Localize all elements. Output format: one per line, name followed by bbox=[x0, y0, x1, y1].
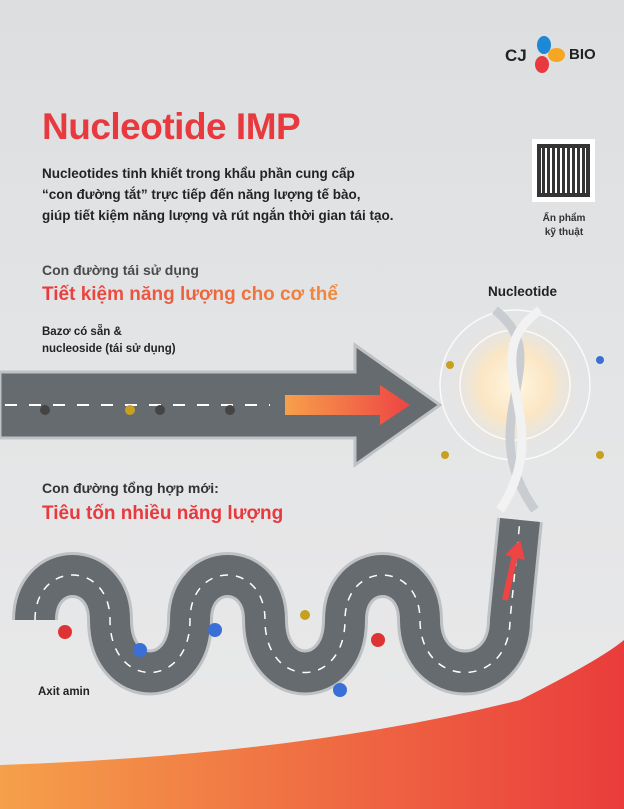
intro-line: Nucleotides tinh khiết trong khẩu phần c… bbox=[42, 166, 355, 181]
logo-petal-red bbox=[535, 56, 549, 73]
amino-acid-label: Axit amin bbox=[38, 686, 90, 698]
salvage-input-line: Bazơ có sẵn & bbox=[42, 326, 122, 338]
salvage-input-label: Bazơ có sẵn & nucleoside (tái sử dụng) bbox=[42, 324, 176, 358]
salvage-label: Con đường tái sử dụng bbox=[42, 262, 199, 278]
salvage-arrow-road bbox=[0, 342, 443, 468]
molecule-icons bbox=[40, 356, 604, 697]
intro-text: Nucleotides tinh khiết trong khẩu phần c… bbox=[42, 163, 394, 226]
qr-code[interactable] bbox=[532, 139, 595, 202]
cj-bio-logo: CJ BIO bbox=[505, 36, 605, 76]
nucleotide-label: Nucleotide bbox=[488, 284, 558, 299]
qr-caption-line: kỹ thuật bbox=[544, 227, 584, 238]
qr-caption-line: Ấn phẩm bbox=[542, 213, 586, 224]
salvage-headline: Tiết kiệm năng lượng cho cơ thể bbox=[42, 284, 338, 305]
intro-line: giúp tiết kiệm năng lượng và rút ngắn th… bbox=[42, 208, 394, 223]
salvage-input-line: nucleoside (tái sử dụng) bbox=[42, 343, 176, 355]
qr-caption: Ấn phẩm kỹ thuật bbox=[524, 212, 604, 240]
logo-petal-blue bbox=[537, 36, 551, 54]
logo-petal-orange bbox=[548, 48, 565, 62]
bottom-gradient-band bbox=[0, 640, 624, 809]
intro-line: “con đường tắt” trực tiếp đến năng lượng… bbox=[42, 187, 361, 202]
page-title: Nucleotide IMP bbox=[42, 106, 301, 147]
denovo-headline: Tiêu tốn nhiều năng lượng bbox=[42, 503, 284, 524]
denovo-label: Con đường tổng hợp mới: bbox=[42, 480, 219, 496]
denovo-winding-road bbox=[12, 517, 543, 696]
dna-helix bbox=[439, 306, 591, 513]
logo-text-cj: CJ bbox=[505, 46, 527, 65]
logo-text-bio: BIO bbox=[569, 46, 596, 63]
